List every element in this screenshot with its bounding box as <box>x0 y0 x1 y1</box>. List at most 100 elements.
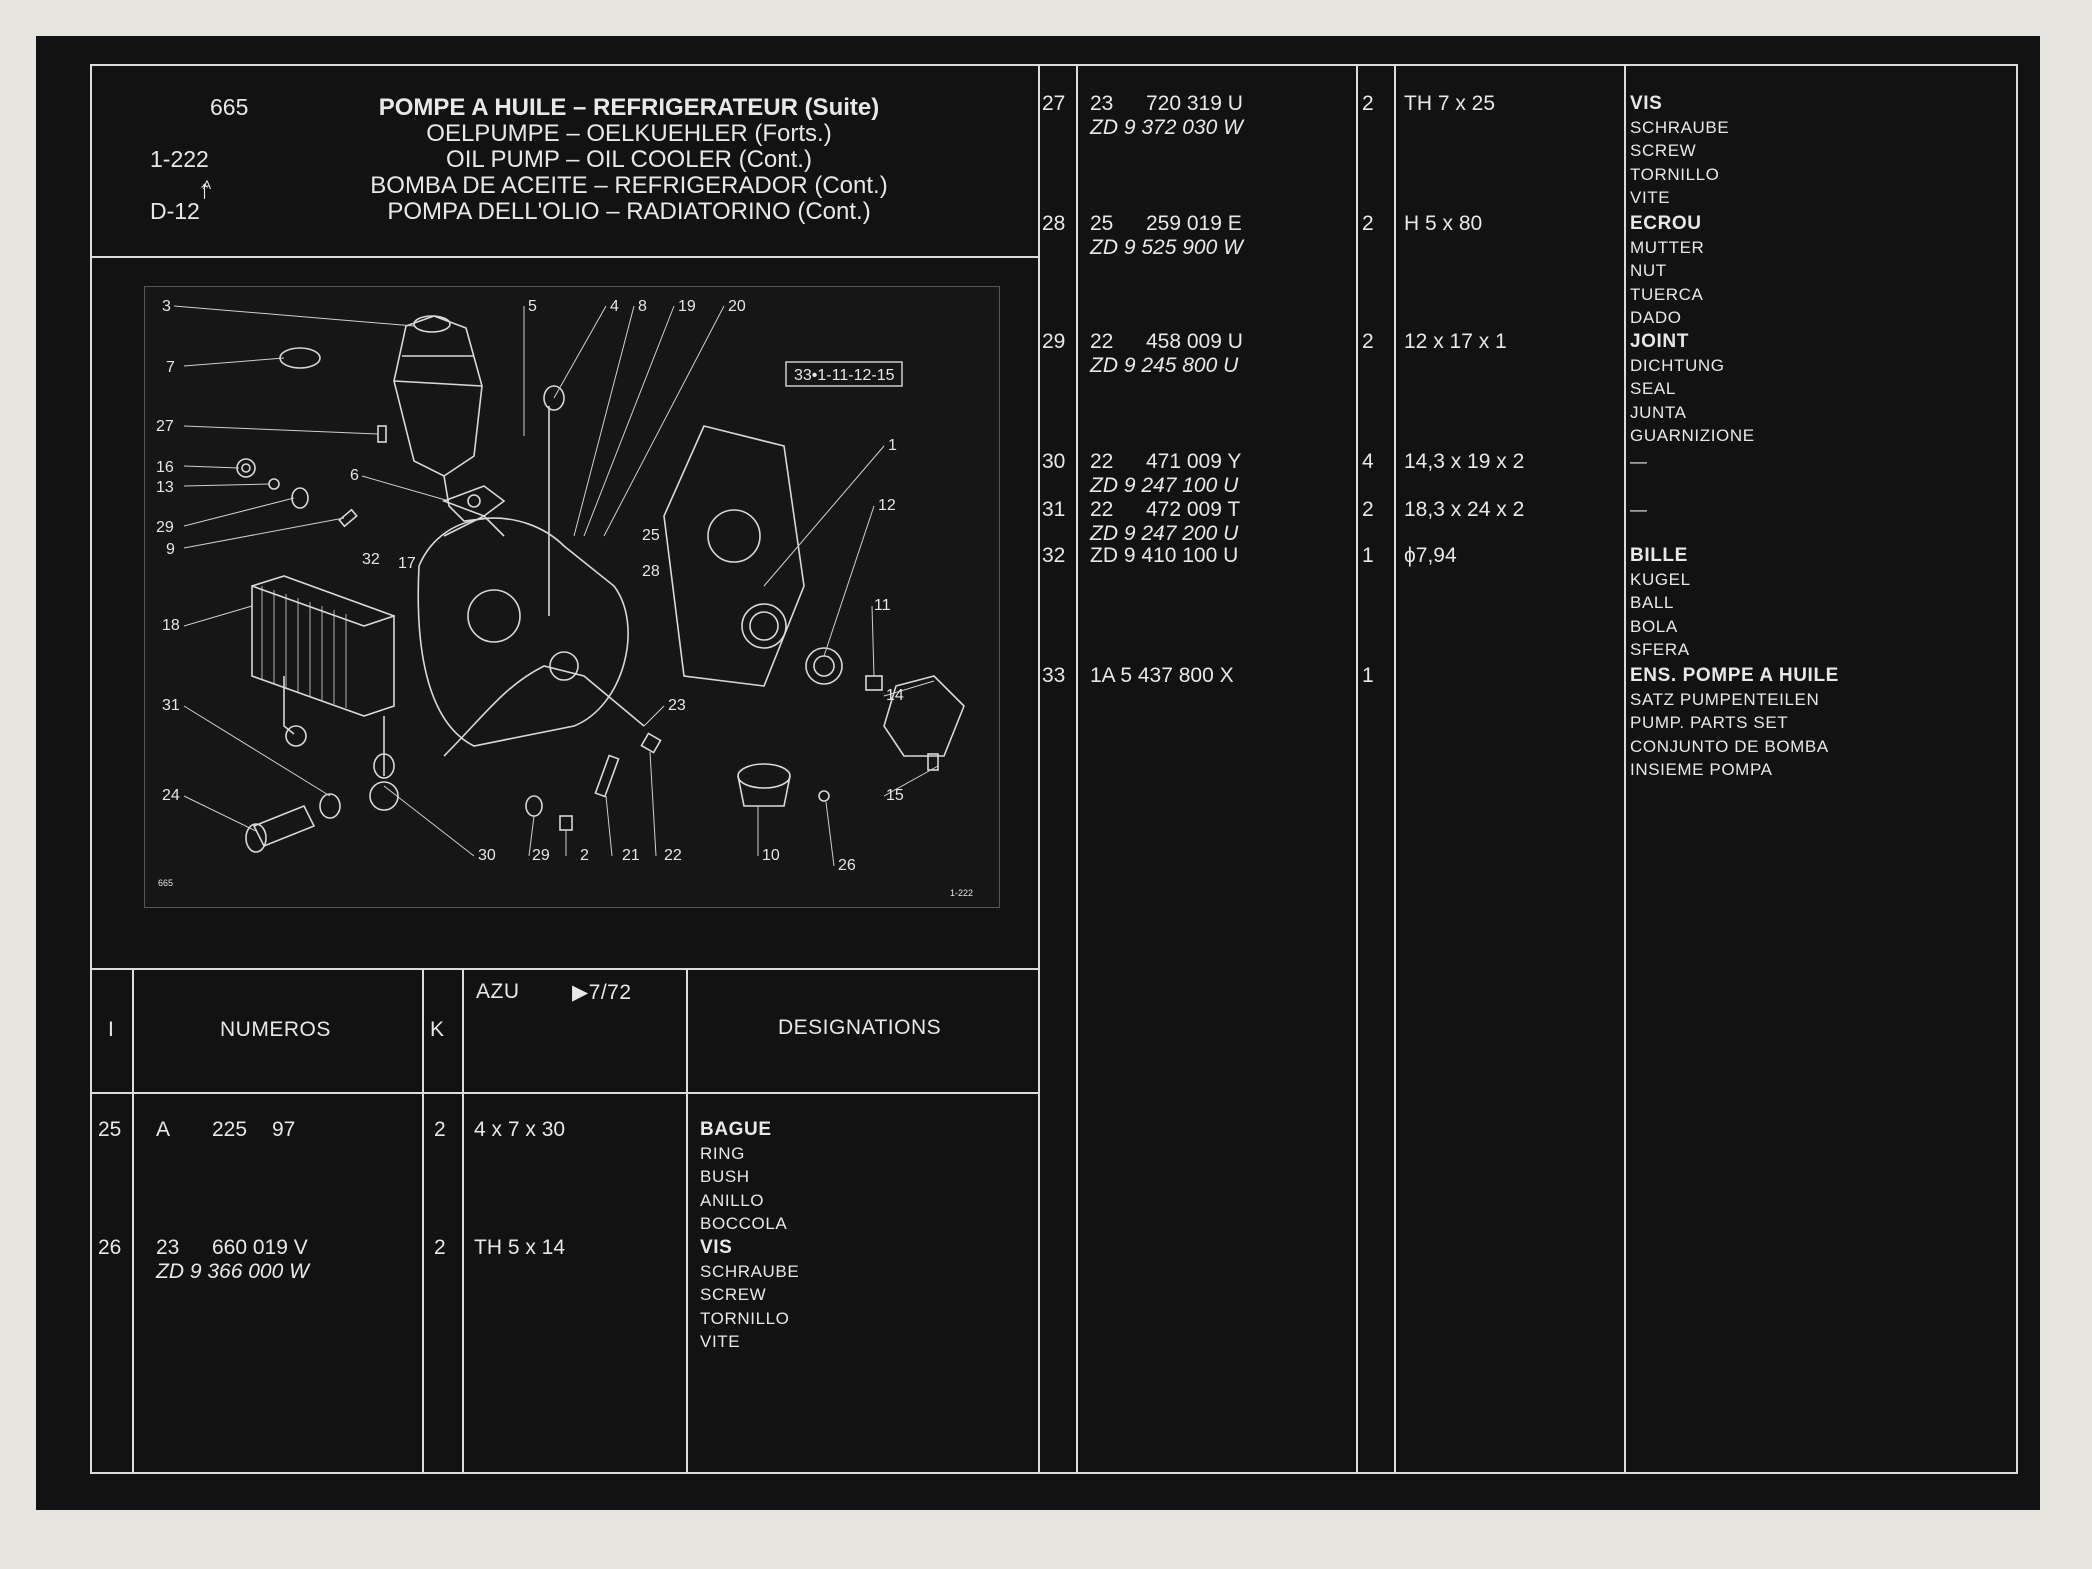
designation-list: BAGUE RING BUSH ANILLO BOCCOLA <box>700 1118 787 1236</box>
callout-label: 4 <box>610 298 619 315</box>
part-number: 720 319 U <box>1146 92 1243 115</box>
callout-label: 31 <box>162 697 180 714</box>
exploded-diagram: 3 5 4 8 19 20 7 27 16 13 29 9 6 1 12 32 … <box>143 285 1001 909</box>
row-index: 27 <box>1042 92 1066 115</box>
callout-label: 23 <box>668 697 686 714</box>
callout-label: 5 <box>528 298 537 315</box>
title-en: OIL PUMP – OIL COOLER (Cont.) <box>446 146 812 173</box>
designation: SFERA <box>1630 640 1690 659</box>
designation-main: BILLE <box>1630 545 1688 566</box>
callout-label: 11 <box>874 597 891 614</box>
quantity: 4 <box>1362 450 1374 473</box>
part-number: 472 009 T <box>1146 498 1241 521</box>
designation: SEAL <box>1630 379 1676 398</box>
row-index: 32 <box>1042 544 1066 567</box>
part-number: 259 019 E <box>1146 212 1242 235</box>
col-header-numbers: NUMEROS <box>220 1018 331 1041</box>
callout-label: 32 <box>362 551 380 568</box>
callout-label: 2 <box>580 847 589 864</box>
callout-label: 24 <box>162 787 180 804</box>
dimensions: ϕ7,94 <box>1404 544 1457 567</box>
row-index: 25 <box>98 1118 122 1141</box>
dimensions: TH 7 x 25 <box>1404 92 1496 115</box>
designation: BOLA <box>1630 616 1678 636</box>
designation: SCHRAUBE <box>700 1261 800 1281</box>
callout-label: 30 <box>478 847 496 864</box>
callout-label: 25 <box>642 527 660 544</box>
callout-label: 20 <box>728 298 746 315</box>
quantity: 2 <box>1362 498 1374 521</box>
callout-label: 7 <box>166 359 175 376</box>
designation: — <box>1630 452 1648 471</box>
designation: RING <box>700 1143 745 1163</box>
row-index: 28 <box>1042 212 1066 235</box>
designation-main: VIS <box>1630 93 1663 114</box>
quantity: 2 <box>434 1118 446 1141</box>
reference-code: 1-222 <box>150 146 209 172</box>
grid-line <box>90 968 1040 970</box>
callout-label: 9 <box>166 541 175 558</box>
slide-frame: 665 1-222 D-12 ↑ A POMPE A HUILE – REFRI… <box>36 36 2040 1510</box>
part-number-prefix: 22 <box>1090 330 1114 353</box>
grid-line <box>2016 64 2018 1474</box>
grid-line <box>90 1472 2018 1474</box>
col-header-qty: K <box>430 1018 445 1041</box>
callout-label: 10 <box>762 847 780 864</box>
dimensions: 4 x 7 x 30 <box>474 1118 566 1141</box>
designation: DADO <box>1630 308 1682 327</box>
row-index: 31 <box>1042 498 1066 521</box>
title-es: BOMBA DE ACEITE – REFRIGERADOR (Cont.) <box>370 172 888 199</box>
part-number-suffix: 97 <box>272 1118 296 1141</box>
designation: MUTTER <box>1630 237 1705 257</box>
designation-list: — <box>1630 450 1648 474</box>
arrow-letter: A <box>203 178 212 192</box>
designation: SCREW <box>700 1285 767 1304</box>
dimensions: 14,3 x 19 x 2 <box>1404 450 1525 473</box>
designation-main: JOINT <box>1630 331 1689 352</box>
designation-list: ECROU MUTTER NUT TUERCA DADO <box>1630 212 1704 330</box>
part-number-alt: ZD 9 245 800 U <box>1090 354 1239 377</box>
part-number-alt: ZD 9 247 200 U <box>1090 522 1239 545</box>
grid-line <box>1394 64 1396 1474</box>
callout-label: 14 <box>886 687 904 704</box>
reference-code-d: D-12 <box>150 198 200 224</box>
callout-label: 26 <box>838 857 856 874</box>
grid-line <box>686 968 688 1474</box>
part-number-prefix: 23 <box>156 1236 180 1259</box>
col-header-index: I <box>108 1018 115 1041</box>
callout-label: 19 <box>678 298 696 315</box>
diagram-callouts: 3 5 4 8 19 20 7 27 16 13 29 9 6 1 12 32 … <box>156 298 904 874</box>
callout-label: 28 <box>642 563 660 580</box>
callout-label: 17 <box>398 555 416 572</box>
designation: SCHRAUBE <box>1630 117 1730 137</box>
part-number: ZD 9 410 100 U <box>1090 544 1239 567</box>
designation: JUNTA <box>1630 402 1687 422</box>
reference-box-label: 33•1-11-12-15 <box>794 367 895 384</box>
callout-label: 22 <box>664 847 682 864</box>
col-header-azu-date: ▶7/72 <box>572 981 632 1004</box>
grid-line <box>462 968 464 1474</box>
dimensions: TH 5 x 14 <box>474 1236 566 1259</box>
quantity: 1 <box>1362 664 1374 687</box>
quantity: 2 <box>434 1236 446 1259</box>
designation: SATZ PUMPENTEILEN <box>1630 689 1820 709</box>
title-it: POMPA DELL'OLIO – RADIATORINO (Cont.) <box>387 198 871 225</box>
title-fr: POMPE A HUILE – REFRIGERATEUR (Suite) <box>378 94 880 121</box>
designation-list: ENS. POMPE A HUILE SATZ PUMPENTEILEN PUM… <box>1630 664 1839 782</box>
callout-label: 15 <box>886 787 904 804</box>
designation-main: BAGUE <box>700 1119 772 1140</box>
col-header-azu: AZU <box>476 980 520 1003</box>
part-number: 1A 5 437 800 X <box>1090 664 1234 687</box>
designation: — <box>1630 500 1648 519</box>
designation: BALL <box>1630 593 1674 612</box>
callout-label: 16 <box>156 459 174 476</box>
title-de: OELPUMPE – OELKUEHLER (Forts.) <box>426 120 832 147</box>
designation: TORNILLO <box>700 1308 790 1328</box>
row-index: 33 <box>1042 664 1066 687</box>
part-number-prefix: 22 <box>1090 450 1114 473</box>
quantity: 1 <box>1362 544 1374 567</box>
part-number: 471 009 Y <box>1146 450 1242 473</box>
designation: CONJUNTO DE BOMBA <box>1630 736 1829 756</box>
grid-line <box>90 64 2018 66</box>
callout-label: 13 <box>156 479 174 496</box>
